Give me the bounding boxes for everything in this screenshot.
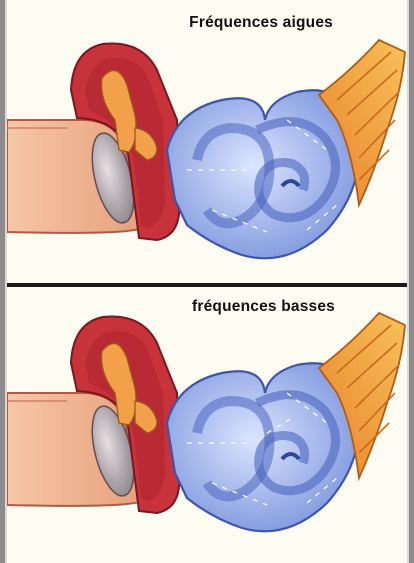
panel-high-frequencies: Fréquences aigues xyxy=(7,0,407,283)
ear-cochlea-illustration xyxy=(7,283,407,563)
cochlea xyxy=(167,363,359,531)
panel-low-frequencies: fréquences basses xyxy=(7,283,407,563)
cochlea xyxy=(167,90,359,258)
panel-title: Fréquences aigues xyxy=(7,14,407,32)
panel-title: fréquences basses xyxy=(7,298,407,316)
figure-frame: Fréquences aigues xyxy=(5,0,409,563)
ear-cochlea-illustration xyxy=(7,0,407,283)
